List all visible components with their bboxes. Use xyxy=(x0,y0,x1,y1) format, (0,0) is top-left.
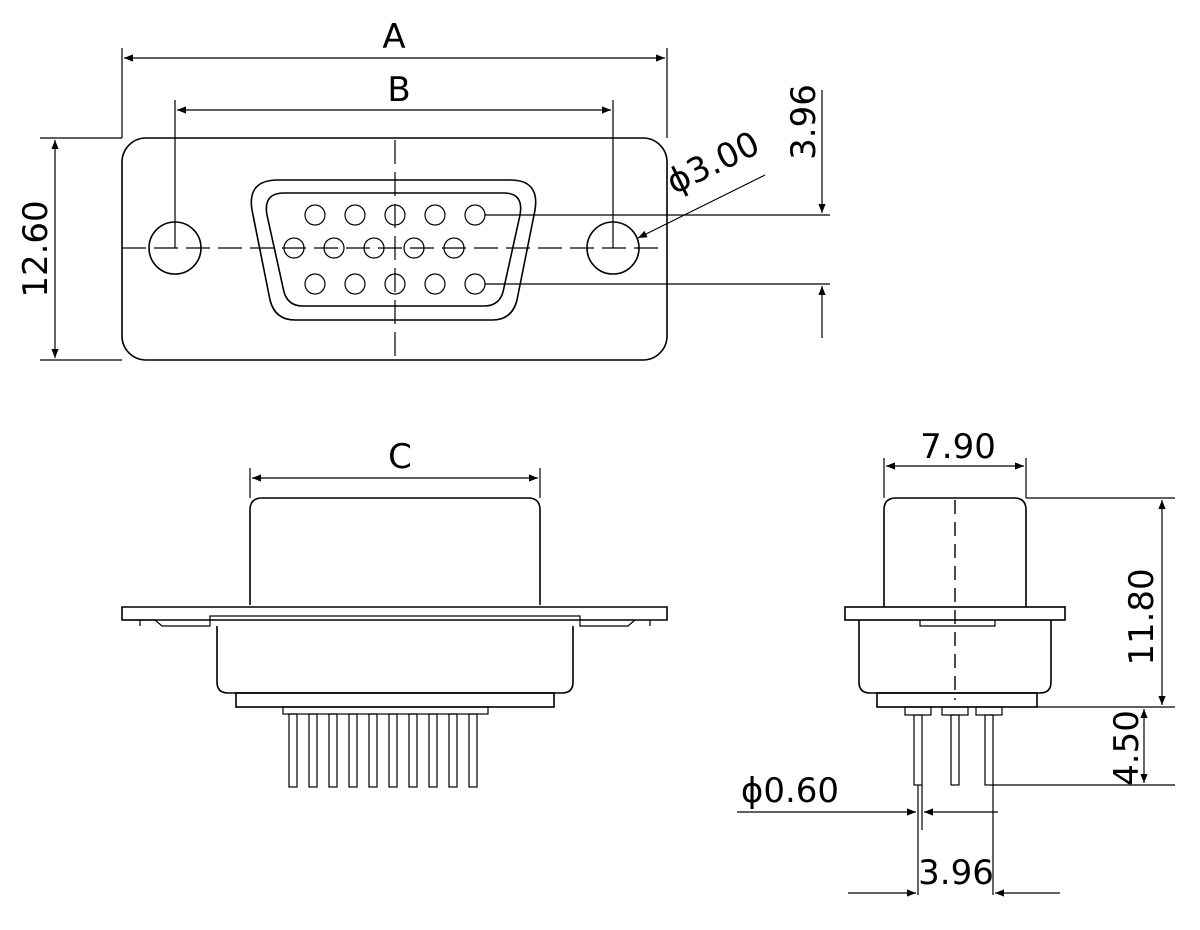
pin-row-middle xyxy=(283,237,465,259)
side-shell xyxy=(883,497,1027,607)
dim-side-width-label: 7.90 xyxy=(920,427,996,467)
dim-row-offset-label: 3.96 xyxy=(784,84,824,160)
elevation-base xyxy=(235,692,555,708)
dim-pitch-label: 3.96 xyxy=(918,853,994,893)
elevation-shell xyxy=(249,497,541,605)
pin-row-top xyxy=(304,204,486,226)
dim-height-label: 12.60 xyxy=(16,200,56,297)
dim-c-label: C xyxy=(388,437,412,477)
elevation-flange xyxy=(121,606,668,621)
side-view: 7.90 11.80 4.50 ϕ0.60 3.96 xyxy=(737,427,1175,897)
dim-pin-dia-label: ϕ0.60 xyxy=(741,771,839,811)
elevation-view: C xyxy=(121,437,668,788)
dim-pin-length-label: 4.50 xyxy=(1107,710,1147,786)
dim-b-label: B xyxy=(387,70,410,110)
elevation-body xyxy=(216,626,574,694)
hole-dia-leader xyxy=(637,174,766,239)
elevation-pins xyxy=(288,713,478,788)
flange-outline xyxy=(121,137,668,361)
d-shell-inner xyxy=(265,192,522,307)
hole-dia-label: ϕ3.00 xyxy=(660,124,766,203)
dim-a-label: A xyxy=(382,17,405,57)
side-base xyxy=(876,692,1038,708)
side-pins xyxy=(913,714,994,786)
d-shell-outer xyxy=(250,179,537,321)
dim-overall-height-label: 11.80 xyxy=(1122,568,1162,665)
front-view: A B 12.60 3.96 ϕ3.00 xyxy=(16,17,830,361)
